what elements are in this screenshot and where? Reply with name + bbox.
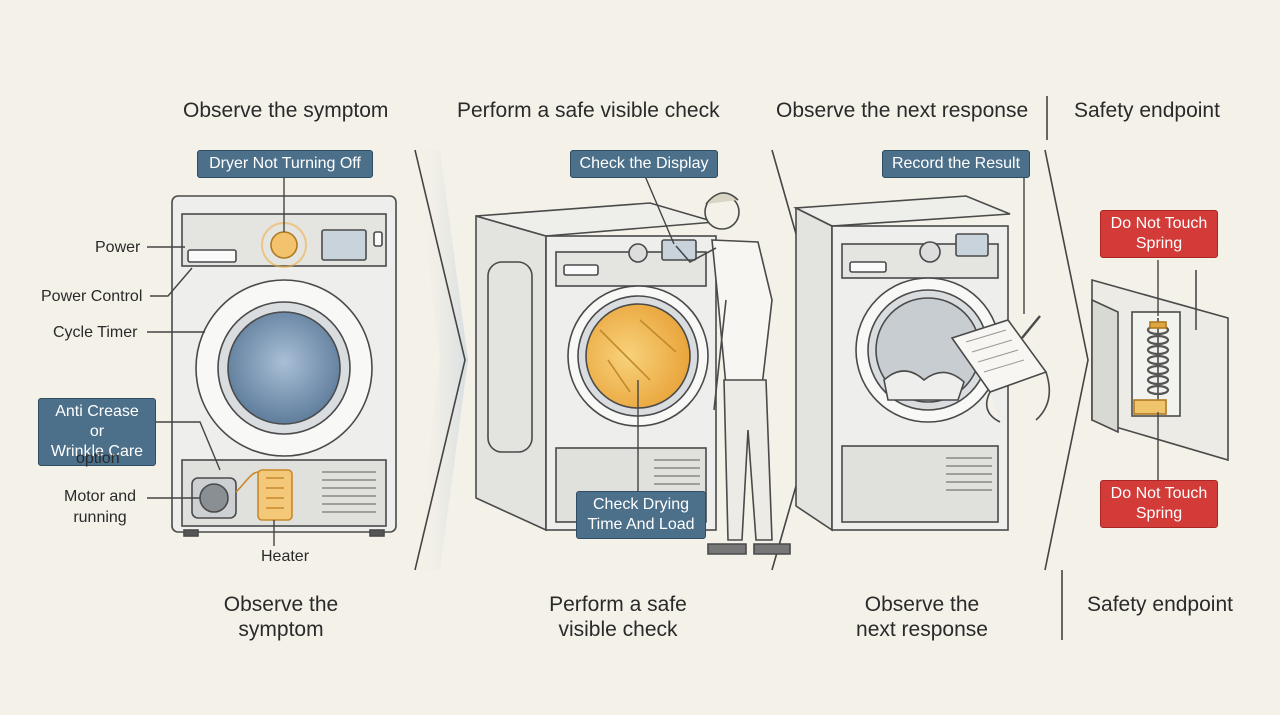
panel2-leader-lines bbox=[637, 175, 675, 492]
part-label-power: Power bbox=[95, 239, 141, 256]
part-label-heater: Heater bbox=[261, 548, 310, 565]
person-illustration bbox=[675, 192, 791, 555]
warning-do-not-touch-spring-bottom: Do Not Touch Spring bbox=[1100, 480, 1218, 528]
step-caption-safety-endpoint: Safety endpoint bbox=[1087, 593, 1233, 616]
spring-closeup-illustration bbox=[1091, 270, 1229, 462]
warning-do-not-touch-spring-top: Do Not Touch Spring bbox=[1100, 210, 1218, 258]
panel-chevron-1 bbox=[414, 149, 468, 571]
part-label-motor: Motor and running bbox=[64, 488, 137, 526]
step-caption-next-response: Observe the next response bbox=[856, 593, 988, 641]
panel1-leader-lines bbox=[147, 176, 285, 546]
step-heading-safety-endpoint: Safety endpoint bbox=[1074, 99, 1220, 122]
callout-dryer-not-turning-off: Dryer Not Turning Off bbox=[197, 150, 373, 178]
step-caption-observe-symptom: Observe the symptom bbox=[223, 593, 339, 641]
callout-anti-crease: Anti Crease or Wrinkle Care bbox=[38, 398, 156, 466]
callout-record-result: Record the Result bbox=[882, 150, 1030, 178]
callout-check-drying-time: Check Drying Time And Load bbox=[576, 491, 706, 539]
part-label-cycle-timer: Cycle Timer bbox=[53, 324, 138, 341]
step-heading-safe-check: Perform a safe visible check bbox=[457, 99, 720, 122]
callout-check-display: Check the Display bbox=[570, 150, 718, 178]
dryer-front-illustration bbox=[171, 195, 397, 537]
step-heading-observe-symptom: Observe the symptom bbox=[183, 99, 389, 122]
dryer-response-illustration bbox=[793, 195, 1051, 532]
part-label-power-control: Power Control bbox=[41, 288, 143, 305]
part-label-option: option bbox=[76, 450, 120, 467]
dryer-angled-illustration bbox=[475, 202, 717, 532]
step-caption-safe-check: Perform a safe visible check bbox=[549, 593, 687, 641]
step-heading-next-response: Observe the next response bbox=[776, 99, 1029, 122]
panel-chevron-3 bbox=[1044, 149, 1089, 571]
